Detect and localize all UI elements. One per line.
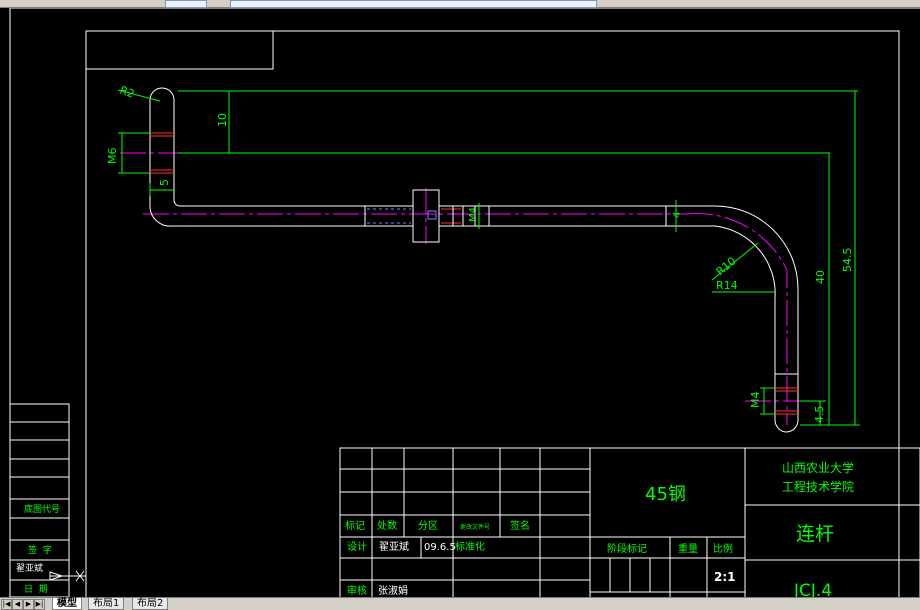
dim-4-5: 4.5: [813, 406, 826, 424]
tb-school-line1: 山西农业大学: [782, 460, 854, 475]
dim-5: 5: [158, 179, 171, 186]
thread-marks: [150, 132, 798, 415]
dim-40: 40: [814, 270, 827, 284]
tb-scale: 2:1: [714, 570, 736, 584]
dimension-lines: [117, 89, 860, 426]
tb-reviewer: 张淑娟: [378, 584, 408, 597]
top-toolbar: [0, 0, 920, 8]
tb-scale-label: 比例: [713, 542, 733, 555]
tb-chushu: 处数: [377, 519, 397, 532]
tb-fenqu: 分区: [418, 520, 438, 532]
prev-tab-icon[interactable]: ◀: [12, 599, 23, 610]
tab-layout1[interactable]: 布局1: [88, 598, 125, 610]
dim-54-5: 54.5: [841, 248, 854, 273]
dim-10: 10: [216, 113, 229, 127]
tb-stage-label: 阶段标记: [607, 542, 647, 555]
side-qianzi: 签 字: [28, 544, 52, 556]
title-block: [339, 447, 920, 597]
dim-r14: R14: [716, 279, 738, 292]
dim-r10: R10: [714, 254, 739, 278]
next-tab-icon[interactable]: ▶: [23, 599, 34, 610]
tb-designer: 翟亚斌: [379, 541, 409, 553]
tab-model[interactable]: 模型: [52, 598, 82, 610]
layout-tab-bar: |◀ ◀ ▶ ▶| 模型 布局1 布局2: [0, 597, 920, 610]
tb-qianming: 签名: [510, 519, 530, 532]
tb-biaozhunhua: 标准化: [455, 540, 485, 553]
drawing-frame: [9, 8, 920, 597]
tb-part-name: 连杆: [796, 523, 834, 545]
dim-r2: R2: [118, 84, 136, 101]
side-dituhao: 底图代号: [24, 503, 60, 515]
tb-material: 45钢: [645, 484, 686, 505]
toolbar-control[interactable]: [165, 0, 207, 8]
last-tab-icon[interactable]: ▶|: [34, 599, 45, 610]
side-table: [9, 403, 86, 597]
tb-shenhe-label: 审核: [347, 584, 367, 597]
dim-m4-bottom: M4: [749, 392, 762, 409]
corner-label-box: [85, 30, 274, 70]
tb-biaoji: 标记: [345, 520, 365, 532]
side-riqi: 日 期: [24, 584, 48, 595]
center-lines: [120, 152, 815, 425]
dim-m4-mid: M4: [468, 207, 479, 222]
tb-drawing-no: JCJ.4: [793, 581, 832, 597]
first-tab-icon[interactable]: |◀: [1, 599, 12, 610]
rod-outline: [149, 87, 799, 433]
tb-weight-label: 重量: [678, 542, 698, 555]
toolbar-dropdown[interactable]: [230, 0, 597, 8]
dim-4: 4: [672, 212, 683, 218]
tab-layout2[interactable]: 布局2: [132, 598, 169, 610]
dim-m6: M6: [106, 148, 119, 165]
tb-design-date: 09.6.5: [424, 542, 456, 553]
side-signer: 翟亚斌: [16, 562, 43, 574]
tb-sheji-label: 设计: [347, 540, 367, 553]
tb-gengai: 更改文件号: [460, 523, 490, 531]
tb-school-line2: 工程技术学院: [782, 479, 854, 494]
cad-drawing-canvas[interactable]: R2 10 M6 5 M4 4 R10 R14 40 54.5 M4 4.5 底…: [0, 8, 920, 597]
